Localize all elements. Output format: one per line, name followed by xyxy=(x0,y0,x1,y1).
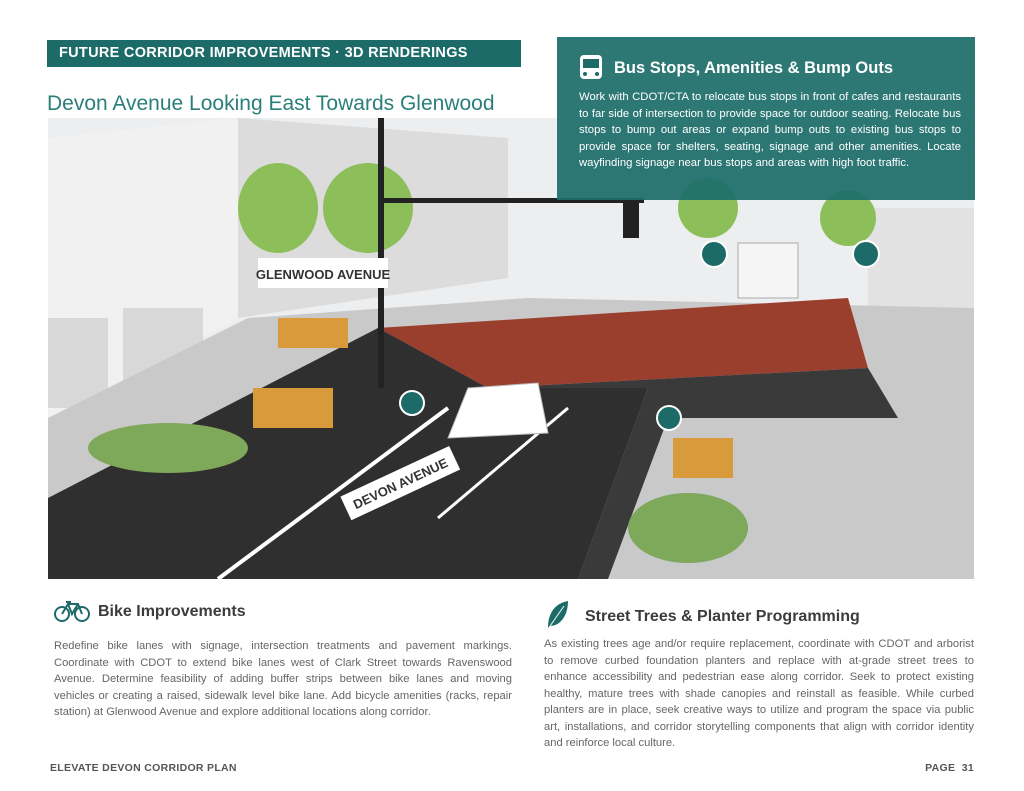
cta-bus xyxy=(737,242,799,299)
car xyxy=(447,382,549,439)
bike-section-title: Bike Improvements xyxy=(98,603,246,620)
bus-section-title: Bus Stops, Amenities & Bump Outs xyxy=(614,59,894,77)
footer-plan-name: ELEVATE DEVON CORRIDOR PLAN xyxy=(50,762,237,774)
leaf-marker-icon xyxy=(700,240,728,268)
plantings xyxy=(88,423,748,563)
bicycle-icon xyxy=(54,601,90,622)
bus-marker-icon xyxy=(852,240,880,268)
bike-section-body: Redefine bike lanes with signage, inters… xyxy=(54,640,512,718)
section-header-bar: FUTURE CORRIDOR IMPROVEMENTS · 3D RENDER… xyxy=(47,40,521,67)
bus-section-body: Work with CDOT/CTA to relocate bus stops… xyxy=(579,91,961,169)
glenwood-avenue-label: GLENWOOD AVENUE xyxy=(256,267,391,282)
footer-page-number: PAGE 31 xyxy=(925,762,974,774)
trees-section-body: As existing trees age and/or require rep… xyxy=(544,638,974,749)
planters xyxy=(253,318,733,478)
leaf-icon xyxy=(547,601,568,630)
trees-section-title: Street Trees & Planter Programming xyxy=(585,608,860,625)
page-title: Devon Avenue Looking East Towards Glenwo… xyxy=(47,92,495,115)
bike-marker-icon xyxy=(399,390,682,431)
bus-icon xyxy=(580,55,602,79)
bus-stops-panel: Bus Stops, Amenities & Bump Outs Work wi… xyxy=(557,37,975,200)
crosswalk-brick xyxy=(378,298,868,388)
